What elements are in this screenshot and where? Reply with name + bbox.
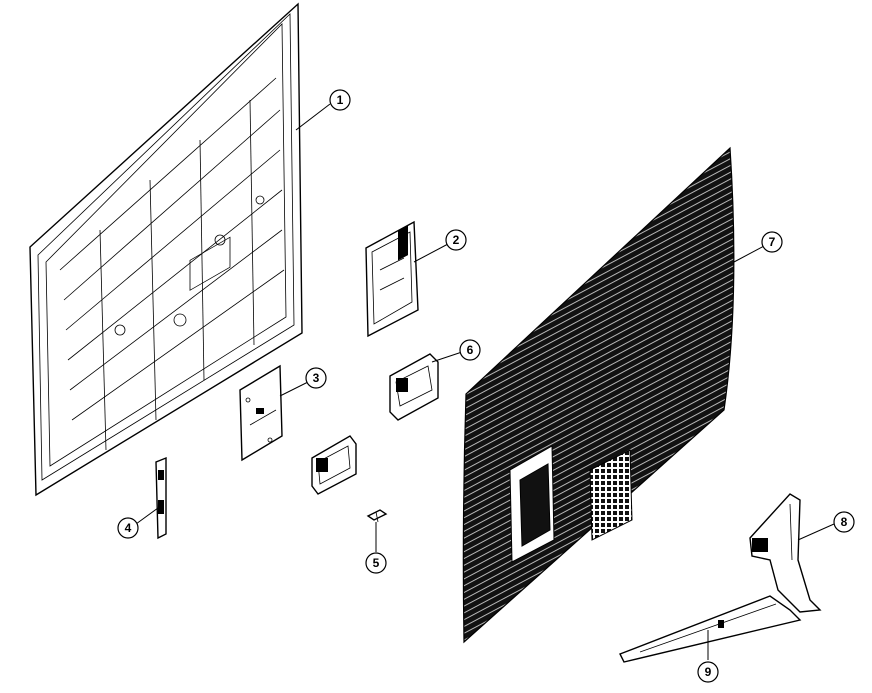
callout-3-label: 3	[313, 371, 320, 385]
callout-5: 5	[365, 552, 387, 574]
callout-1: 1	[329, 89, 351, 111]
callout-8: 8	[833, 511, 855, 533]
stand-neck-part	[749, 493, 822, 613]
rear-cover-part	[462, 146, 735, 644]
bracket-board-part	[365, 220, 419, 338]
side-rail-part	[155, 456, 167, 540]
callout-4: 4	[117, 517, 139, 539]
panel-frame-part	[29, 2, 303, 497]
callout-2-label: 2	[453, 233, 460, 247]
speaker-lower-part	[311, 435, 357, 495]
callout-4-label: 4	[125, 521, 132, 535]
leader-lines	[135, 103, 835, 660]
callout-6: 6	[459, 339, 481, 361]
callout-9: 9	[697, 661, 719, 683]
callout-3: 3	[305, 367, 327, 389]
small-pcb-part	[239, 364, 283, 462]
callout-5-label: 5	[373, 556, 380, 570]
callout-7: 7	[761, 231, 783, 253]
callout-8-label: 8	[841, 515, 848, 529]
stand-base-part	[619, 595, 802, 663]
callout-1-label: 1	[337, 93, 344, 107]
callout-7-label: 7	[769, 235, 776, 249]
callout-6-label: 6	[467, 343, 474, 357]
callout-9-label: 9	[705, 665, 712, 679]
clip-part	[366, 509, 388, 523]
speaker-part	[389, 353, 439, 421]
callout-2: 2	[445, 229, 467, 251]
